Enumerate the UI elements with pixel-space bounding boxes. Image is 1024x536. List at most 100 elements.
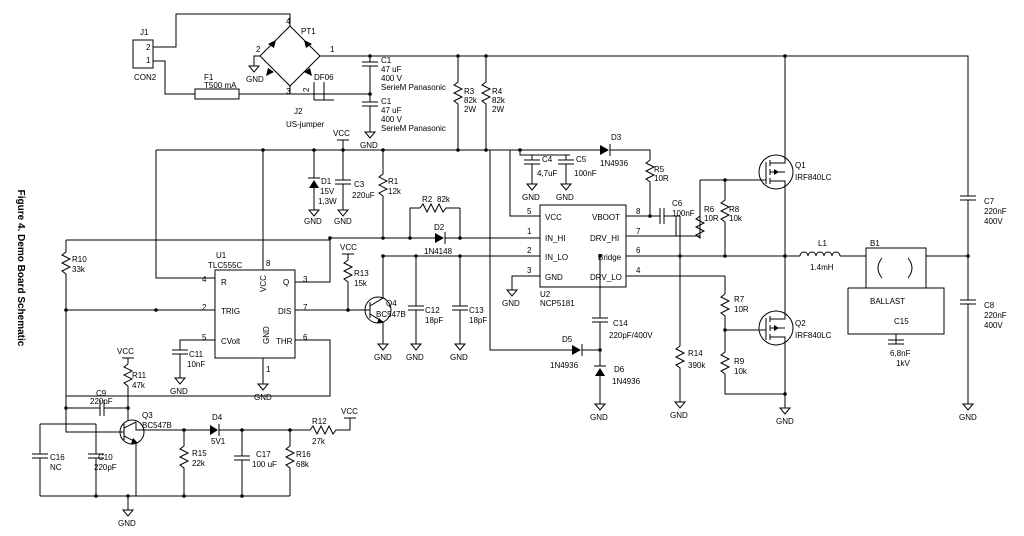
gnd-symbol: GND	[246, 65, 264, 84]
mosfet-q2: Q2 IRF840LC	[758, 256, 832, 408]
fuse-f1: F1 T500 mA	[194, 73, 240, 100]
gnd-symbol: GND	[522, 183, 540, 202]
capacitor-c12: C12 18pF	[408, 256, 443, 344]
svg-text:10R: 10R	[704, 214, 719, 223]
gnd-symbol: GND	[334, 209, 352, 226]
resistor-r1: R1 12k	[377, 150, 402, 236]
svg-text:TRIG: TRIG	[221, 307, 240, 316]
capacitor-c5: C5 100nF	[558, 155, 597, 184]
resistor-r2: R2 82k	[419, 195, 460, 214]
svg-text:J1: J1	[140, 28, 149, 37]
svg-text:GND: GND	[959, 413, 977, 422]
svg-text:VBOOT: VBOOT	[592, 213, 620, 222]
svg-text:SerieM Panasonic: SerieM Panasonic	[381, 124, 446, 133]
svg-text:18pF: 18pF	[425, 316, 443, 325]
svg-text:220nF: 220nF	[984, 311, 1007, 320]
svg-text:5V1: 5V1	[211, 437, 226, 446]
svg-text:5: 5	[527, 207, 532, 216]
resistor-r15: R15 22k	[178, 430, 207, 496]
capacitor-c14: C14 220pF/400V	[592, 317, 653, 350]
gnd-symbol: GND	[450, 343, 468, 362]
zener-d4: D4 5V1	[200, 413, 290, 446]
svg-text:D6: D6	[614, 365, 625, 374]
capacitor-c1-top: C1 47 uF 400 V SerieM Panasonic	[362, 56, 446, 94]
resistor-r10: R10 33k	[60, 240, 87, 396]
svg-text:J2: J2	[294, 107, 303, 116]
svg-text:1: 1	[330, 45, 335, 54]
svg-text:1N4936: 1N4936	[550, 361, 579, 370]
svg-text:IN_LO: IN_LO	[545, 253, 568, 262]
svg-text:1: 1	[266, 365, 271, 374]
svg-text:4: 4	[636, 266, 641, 275]
svg-text:GND: GND	[360, 141, 378, 150]
svg-text:GND: GND	[262, 326, 271, 344]
resistor-r16: R16 68k	[284, 430, 311, 496]
svg-text:R9: R9	[734, 357, 745, 366]
svg-text:GND: GND	[590, 413, 608, 422]
svg-text:R14: R14	[688, 349, 703, 358]
svg-text:Q: Q	[283, 278, 289, 287]
svg-text:18pF: 18pF	[469, 316, 487, 325]
resistor-r13: R13 15k	[342, 259, 369, 310]
svg-text:Bridge: Bridge	[598, 253, 622, 262]
svg-text:T500 mA: T500 mA	[204, 81, 237, 90]
svg-text:220nF: 220nF	[984, 207, 1007, 216]
svg-text:BC547B: BC547B	[376, 310, 406, 319]
svg-text:C17: C17	[256, 450, 271, 459]
svg-text:D4: D4	[212, 413, 223, 422]
svg-text:C14: C14	[613, 319, 628, 328]
svg-text:390k: 390k	[688, 361, 706, 370]
svg-text:R3: R3	[464, 87, 475, 96]
svg-text:GND: GND	[670, 411, 688, 420]
svg-text:C1: C1	[381, 97, 392, 106]
svg-text:GND: GND	[522, 193, 540, 202]
capacitor-c4: C4 4,7uF	[524, 155, 558, 184]
svg-text:C16: C16	[50, 453, 65, 462]
svg-text:8: 8	[636, 207, 641, 216]
svg-text:R5: R5	[654, 165, 665, 174]
svg-text:R8: R8	[729, 205, 740, 214]
capacitor-c10: C10 220pF	[88, 424, 117, 496]
svg-text:C11: C11	[189, 350, 204, 359]
svg-text:1,3W: 1,3W	[318, 197, 337, 206]
svg-text:R1: R1	[388, 177, 399, 186]
svg-text:D2: D2	[434, 223, 445, 232]
svg-text:1: 1	[527, 227, 532, 236]
gnd-symbol: GND	[360, 131, 378, 150]
vcc-label: VCC	[340, 243, 357, 260]
svg-text:DRV_HI: DRV_HI	[590, 234, 619, 243]
jumper-j2: 2 J2 US-jumper	[286, 82, 325, 129]
svg-text:220pF/400V: 220pF/400V	[609, 331, 653, 340]
svg-text:2W: 2W	[464, 105, 476, 114]
svg-text:2: 2	[302, 87, 311, 92]
svg-text:VCC: VCC	[545, 213, 562, 222]
gnd-symbol: GND	[590, 403, 608, 422]
svg-text:10k: 10k	[729, 214, 743, 223]
svg-text:GND: GND	[406, 353, 424, 362]
svg-text:C12: C12	[425, 306, 440, 315]
svg-text:VCC: VCC	[333, 129, 350, 138]
capacitor-c3: C3 220uF	[335, 150, 375, 210]
svg-text:R12: R12	[312, 417, 327, 426]
svg-text:C6: C6	[672, 199, 683, 208]
svg-text:15k: 15k	[354, 279, 368, 288]
svg-text:4: 4	[286, 17, 291, 26]
resistor-r14: R14 390k	[674, 345, 706, 402]
svg-text:R: R	[221, 278, 227, 287]
svg-text:22k: 22k	[192, 459, 206, 468]
resistor-r11: R11 47k	[122, 363, 147, 424]
svg-text:PT1: PT1	[301, 27, 316, 36]
svg-text:100 uF: 100 uF	[252, 460, 277, 469]
svg-text:VCC: VCC	[341, 407, 358, 416]
svg-text:D3: D3	[611, 133, 622, 142]
svg-text:IRF840LC: IRF840LC	[795, 173, 832, 182]
svg-text:THR: THR	[276, 337, 293, 346]
diode-d5: D5 1N4936	[550, 335, 600, 370]
svg-text:2: 2	[146, 43, 151, 52]
svg-text:2: 2	[527, 246, 532, 255]
svg-text:F1: F1	[204, 73, 214, 82]
svg-text:GND: GND	[374, 353, 392, 362]
svg-text:100nF: 100nF	[672, 209, 695, 218]
svg-text:CVolt: CVolt	[221, 337, 241, 346]
svg-text:6,8nF: 6,8nF	[890, 349, 911, 358]
